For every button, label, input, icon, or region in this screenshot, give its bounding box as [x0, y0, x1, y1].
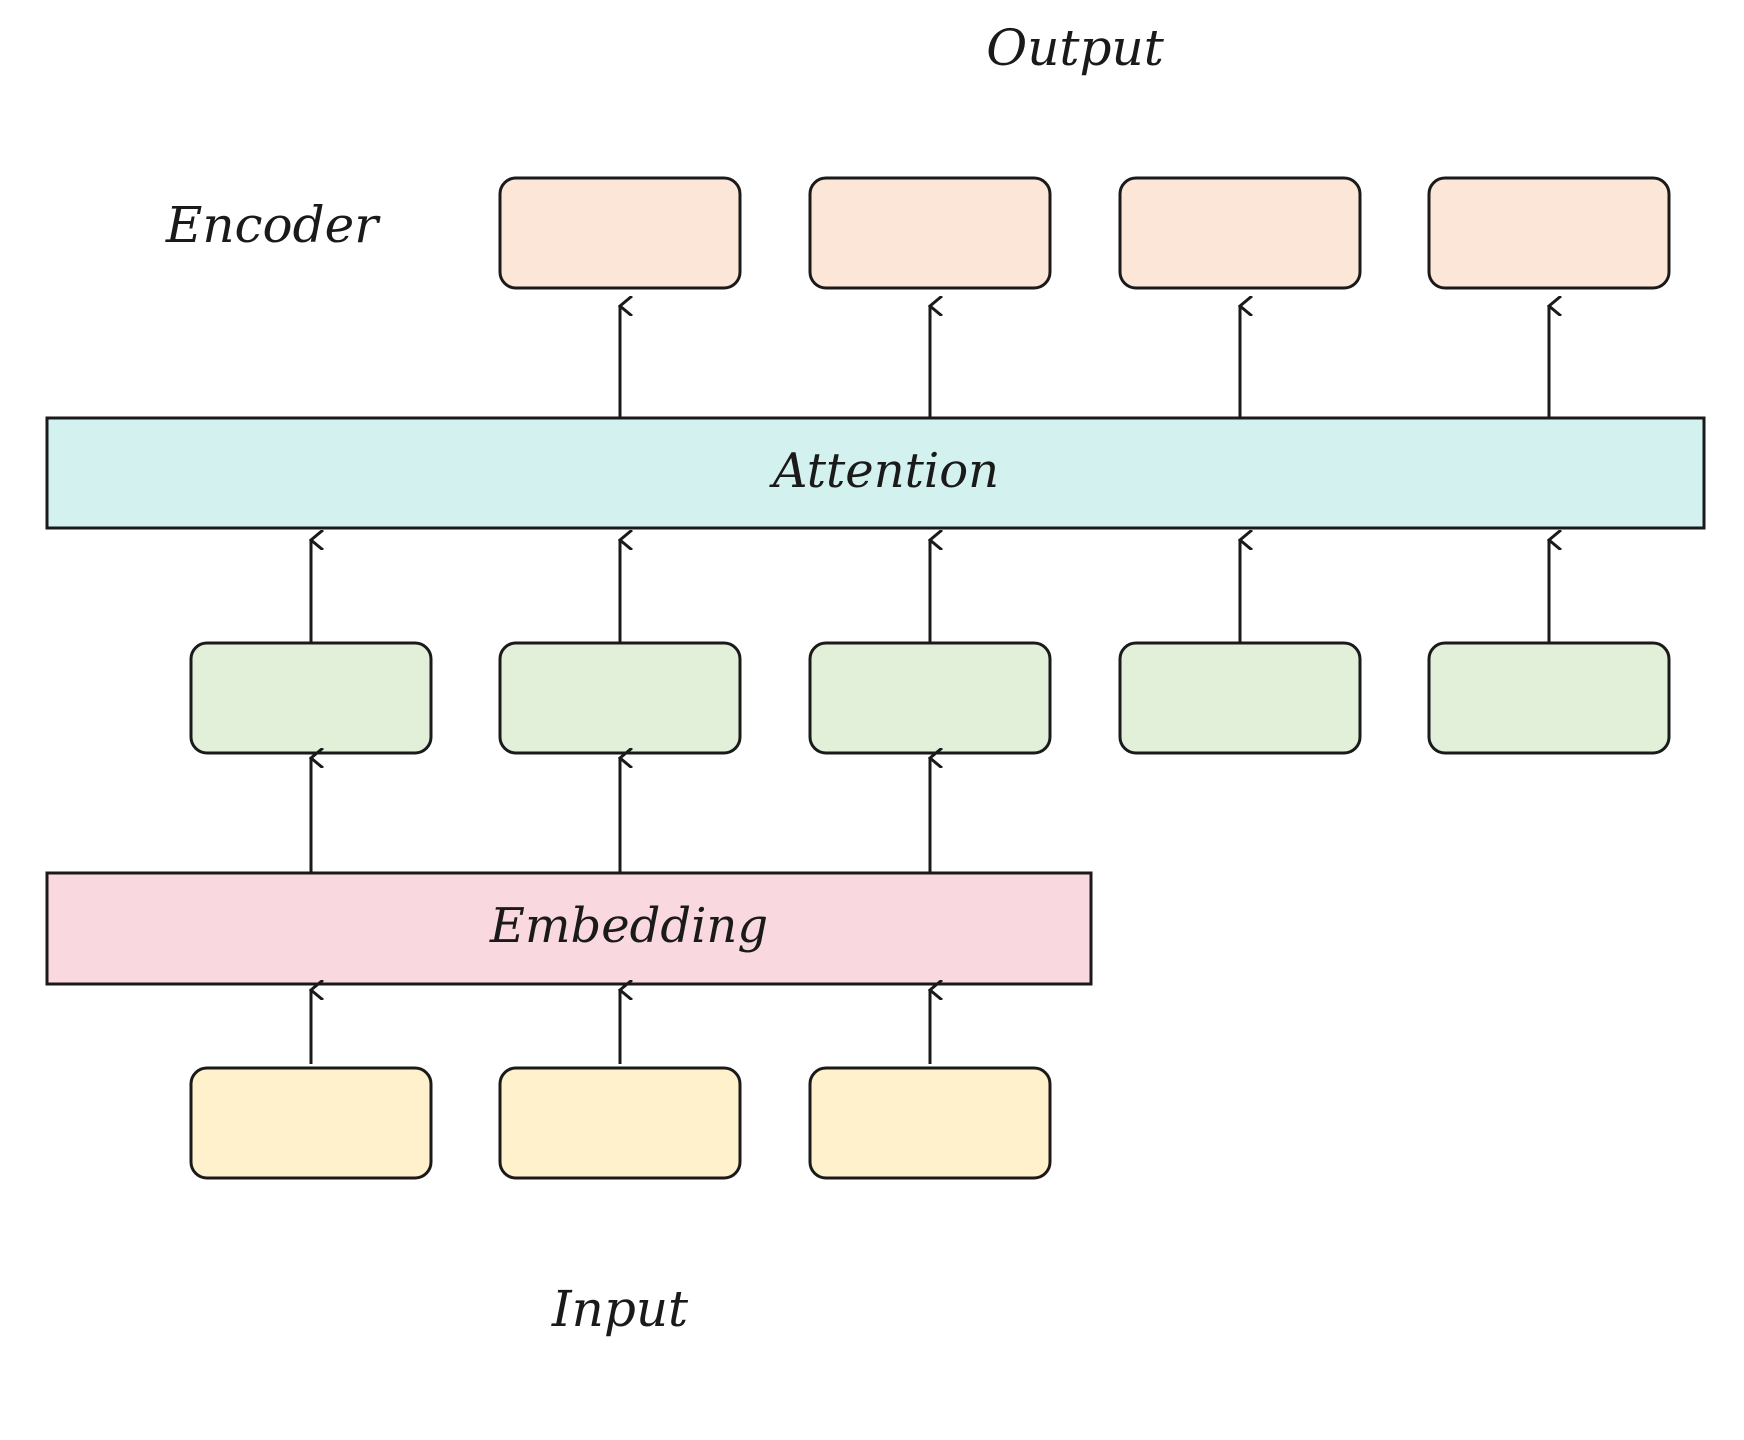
encoder-label: Encoder	[165, 196, 381, 254]
output-box	[1118, 176, 1362, 290]
attention-label: Attention	[769, 443, 999, 499]
input-label: Input	[551, 1280, 689, 1338]
input-to-embedding-arrows	[311, 990, 930, 1064]
attention-to-output-arrows	[620, 306, 1549, 418]
embedding-label: Embedding	[489, 898, 768, 954]
input-box	[498, 1066, 742, 1180]
embedding-to-hidden-arrows	[311, 758, 930, 873]
hidden-box	[189, 641, 433, 755]
input-box	[808, 1066, 1052, 1180]
embedding-block	[45, 871, 1093, 986]
output-box	[808, 176, 1052, 290]
output-box	[498, 176, 742, 290]
input-row	[189, 1066, 1052, 1180]
input-box	[189, 1066, 433, 1180]
attention-block	[45, 416, 1706, 530]
output-row	[498, 176, 1671, 290]
hidden-row	[189, 641, 1671, 755]
output-box	[1427, 176, 1671, 290]
hidden-box	[1427, 641, 1671, 755]
output-label: Output	[986, 19, 1164, 77]
hidden-box	[808, 641, 1052, 755]
hidden-box	[1118, 641, 1362, 755]
hidden-box	[498, 641, 742, 755]
hidden-to-attention-arrows	[311, 540, 1549, 643]
